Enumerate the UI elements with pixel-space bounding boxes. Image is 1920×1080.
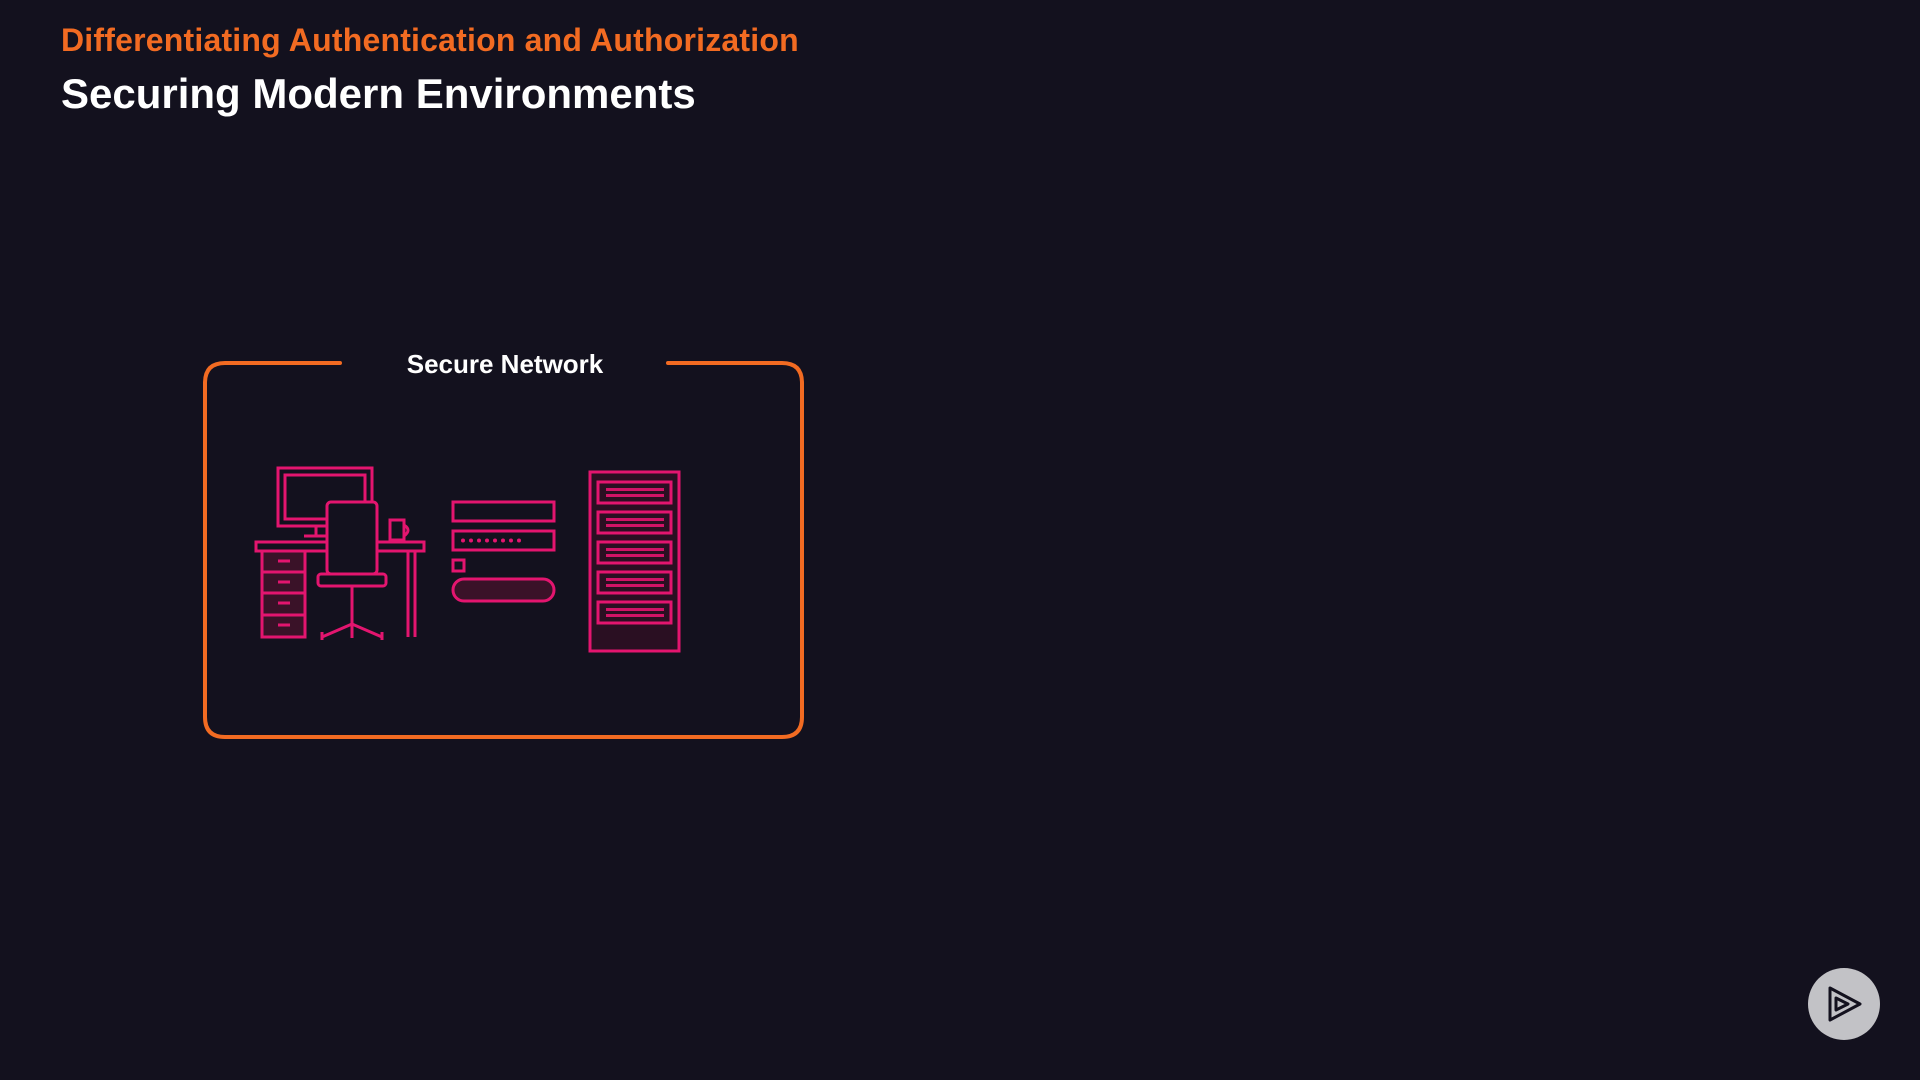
play-logo-icon[interactable]	[1808, 968, 1880, 1040]
module-subtitle: Differentiating Authentication and Autho…	[61, 22, 799, 58]
network-illustration	[250, 462, 690, 657]
secure-network-label: Secure Network	[406, 349, 604, 379]
slide-title: Securing Modern Environments	[61, 70, 696, 117]
office-desk-icon	[254, 466, 426, 640]
login-form-icon	[451, 500, 556, 603]
server-rack-icon	[588, 470, 681, 653]
secure-network-frame	[203, 361, 804, 739]
